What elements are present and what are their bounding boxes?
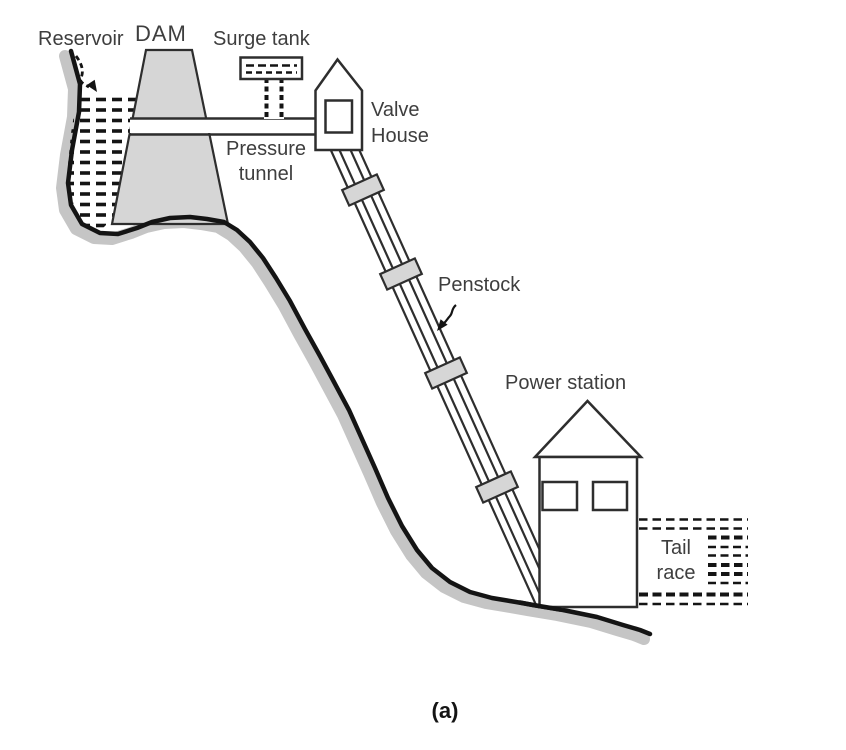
label-surge-tank: Surge tank	[213, 28, 310, 50]
penstock-collar	[378, 256, 424, 292]
label-pressure-tunnel-line1: Pressure	[225, 138, 307, 160]
dam-body	[110, 48, 230, 226]
power-station-structure	[532, 399, 644, 609]
label-reservoir: Reservoir	[38, 28, 124, 50]
valve-house-structure	[314, 57, 364, 152]
pressure-tunnel-pipe	[130, 117, 317, 136]
surge-tank-body	[239, 56, 304, 81]
terrain-shadow	[56, 50, 650, 645]
surge-tank-structure	[239, 56, 304, 119]
terrain-line-front	[517, 600, 563, 612]
figure-caption: (a)	[431, 698, 459, 723]
penstock-collar	[474, 469, 520, 505]
label-dam: DAM	[135, 21, 187, 46]
surge-tank-riser	[264, 79, 284, 119]
label-tail-race-line1: Tail	[660, 537, 691, 559]
penstock-collar	[340, 172, 386, 208]
label-valve-house-line1: Valve	[371, 99, 420, 121]
penstock-pointer-arrow	[437, 304, 457, 331]
reservoir-water	[68, 94, 137, 230]
power-station-window	[591, 480, 629, 512]
label-tail-race-line2: race	[656, 562, 696, 584]
label-pressure-tunnel-line2: tunnel	[238, 163, 294, 185]
label-power-station: Power station	[505, 372, 627, 394]
label-valve-house-line2: House	[371, 125, 429, 147]
tail-race-water	[639, 518, 748, 606]
power-station-window	[541, 480, 579, 512]
label-pressure-tunnel: Pressure tunnel	[216, 137, 316, 187]
label-penstock: Penstock	[438, 274, 521, 296]
label-valve-house: Valve House	[371, 97, 429, 149]
label-tail-race: Tail race	[645, 536, 707, 586]
reservoir-pointer-arrow	[74, 55, 97, 92]
valve-house-window	[324, 99, 354, 134]
power-station-roof	[532, 399, 644, 459]
penstock-collar	[423, 355, 469, 391]
penstock-collars	[340, 172, 520, 505]
terrain-line	[65, 48, 653, 637]
